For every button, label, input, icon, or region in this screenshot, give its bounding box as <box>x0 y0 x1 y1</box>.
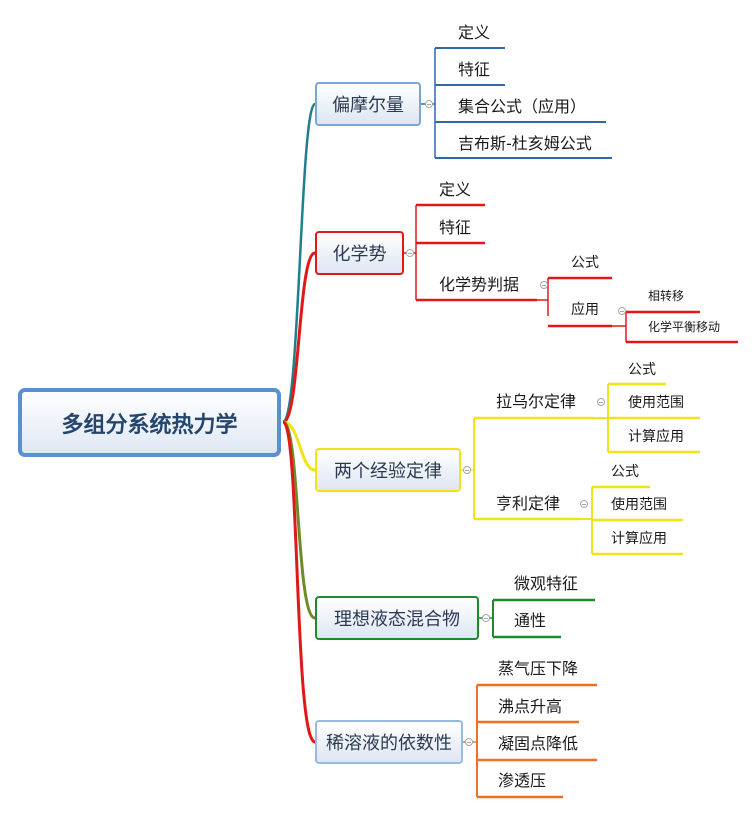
central-topic[interactable]: 多组分系统热力学 <box>18 388 281 457</box>
topic-phase-transfer[interactable]: 相转移 <box>648 289 685 303</box>
collapse-toggle-icon[interactable] <box>597 398 605 406</box>
topic-calculation[interactable]: 计算应用 <box>611 531 667 547</box>
topic-potential-criterion[interactable]: 化学势判据 <box>439 275 520 294</box>
topic-underline <box>626 310 738 344</box>
topic-scope[interactable]: 使用范围 <box>611 497 667 513</box>
topic-scope[interactable]: 使用范围 <box>628 395 684 411</box>
topic-application[interactable]: 应用 <box>571 302 599 318</box>
collapse-toggle-icon[interactable] <box>580 500 588 508</box>
topic-feature[interactable]: 特征 <box>458 60 491 79</box>
connector-branch-partial-molar <box>281 102 317 424</box>
topic-collective-formula[interactable]: 集合公式（应用） <box>458 97 587 116</box>
connector-bracket <box>537 278 549 316</box>
topic-micro-feature[interactable]: 微观特征 <box>514 574 579 593</box>
collapse-toggle-icon[interactable] <box>463 466 471 474</box>
branch-empirical-laws[interactable]: 两个经验定律 <box>315 448 461 492</box>
topic-underline <box>548 276 612 328</box>
connector-bracket <box>612 312 627 342</box>
collapse-toggle-icon[interactable] <box>540 281 548 289</box>
collapse-toggle-icon[interactable] <box>482 614 490 622</box>
collapse-toggle-icon[interactable] <box>406 249 414 257</box>
branch-ideal-mixture[interactable]: 理想液态混合物 <box>315 596 479 640</box>
connector-lines <box>281 47 738 799</box>
topic-boiling-point-rise[interactable]: 沸点升高 <box>498 697 563 716</box>
topic-osmotic-pressure[interactable]: 渗透压 <box>498 771 547 790</box>
topic-underline <box>493 598 595 639</box>
topic-general-property[interactable]: 通性 <box>514 611 547 630</box>
connector-bracket <box>594 384 609 452</box>
connector-branch-chemical-potential <box>282 251 316 424</box>
collapse-toggle-icon[interactable] <box>425 100 433 108</box>
connector-branch-empirical-laws <box>282 420 316 472</box>
topic-definition[interactable]: 定义 <box>439 180 472 199</box>
topic-raoult-law[interactable]: 拉乌尔定律 <box>496 392 577 411</box>
topic-equilibrium-shift[interactable]: 化学平衡移动 <box>648 320 721 334</box>
topic-formula[interactable]: 公式 <box>628 362 656 378</box>
connector-branch-colligative <box>281 420 317 744</box>
topic-henry-law[interactable]: 亨利定律 <box>496 494 561 513</box>
connector-bracket <box>578 487 593 554</box>
collapse-toggle-icon[interactable] <box>465 738 473 746</box>
topic-gibbs-duhem[interactable]: 吉布斯-杜亥姆公式 <box>458 134 592 153</box>
branch-partial-molar[interactable]: 偏摩尔量 <box>315 82 421 126</box>
topic-calculation[interactable]: 计算应用 <box>628 429 684 445</box>
topic-definition[interactable]: 定义 <box>458 23 491 42</box>
branch-chemical-potential[interactable]: 化学势 <box>315 231 404 275</box>
topic-freezing-point-drop[interactable]: 凝固点降低 <box>498 734 579 753</box>
branch-colligative[interactable]: 稀溶液的依数性 <box>315 720 463 764</box>
topic-formula[interactable]: 公式 <box>571 255 599 271</box>
topic-formula[interactable]: 公式 <box>611 464 639 480</box>
topic-feature[interactable]: 特征 <box>439 218 472 237</box>
collapse-toggle-icon[interactable] <box>618 307 626 315</box>
topic-vapor-pressure-drop[interactable]: 蒸气压下降 <box>498 659 579 678</box>
